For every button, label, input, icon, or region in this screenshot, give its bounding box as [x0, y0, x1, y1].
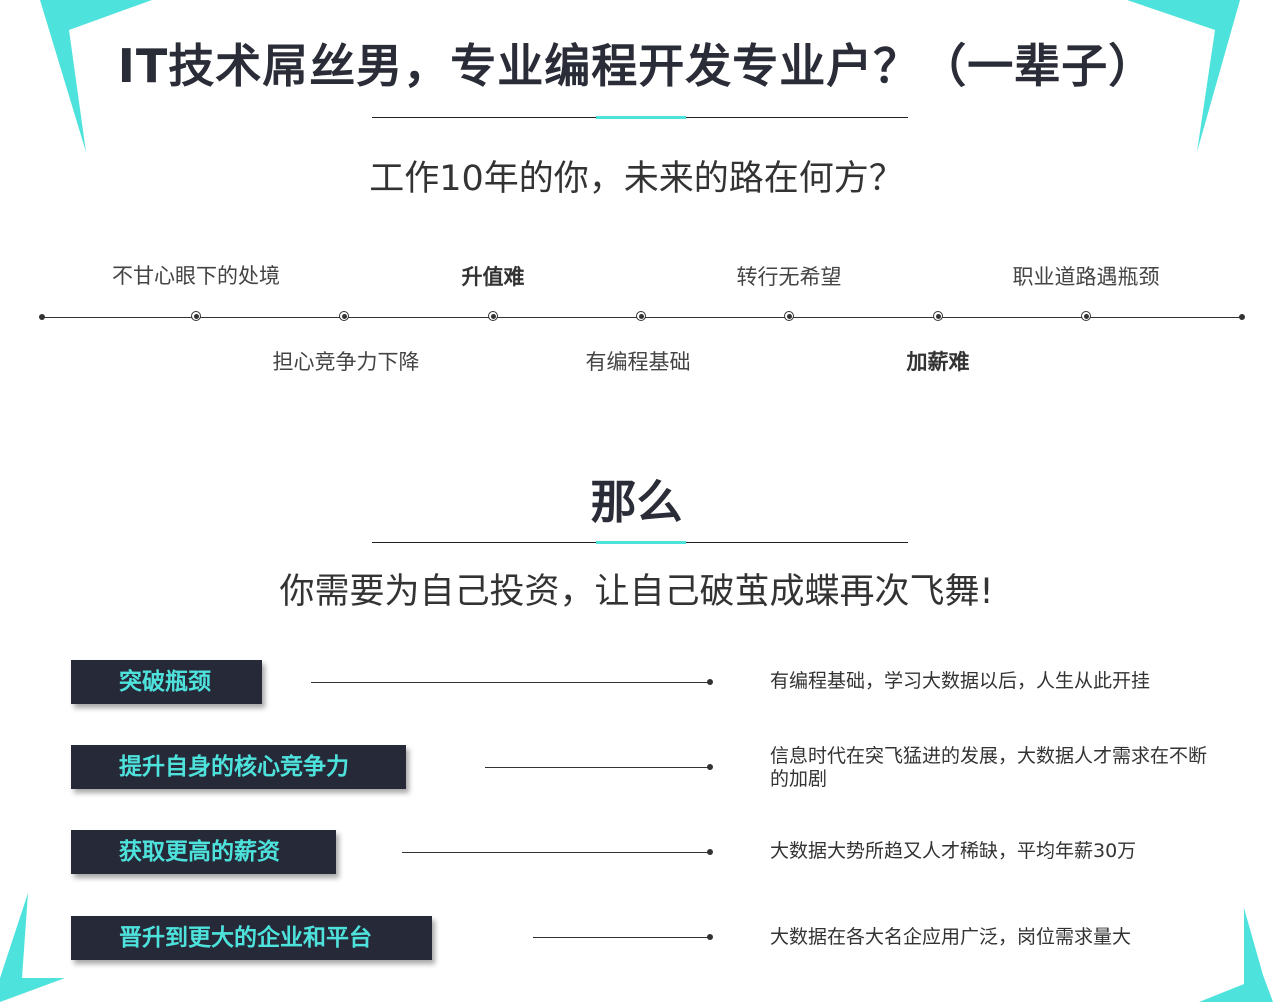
benefit-connector-dot — [707, 849, 713, 855]
section-title: 那么 — [590, 475, 683, 529]
timeline-label: 加薪难 — [906, 350, 970, 374]
benefit-description: 有编程基础，学习大数据以后，人生从此开挂 — [770, 670, 1151, 692]
benefit-description: 信息时代在突飞猛进的发展，大数据人才需求在不断的加剧 — [770, 745, 1208, 790]
divider-accent — [596, 116, 686, 119]
benefit-connector — [402, 852, 711, 853]
timeline-label: 担心竞争力下降 — [272, 350, 420, 374]
benefit-badge: 提升自身的核心竞争力 — [71, 745, 406, 789]
benefit-connector-dot — [707, 934, 713, 940]
divider-accent — [596, 541, 686, 544]
benefit-connector — [533, 937, 711, 938]
benefit-badge: 晋升到更大的企业和平台 — [71, 916, 432, 960]
timeline-node — [191, 311, 201, 321]
benefit-connector-dot — [707, 679, 713, 685]
section-subtitle: 你需要为自己投资，让自己破茧成蝶再次飞舞! — [279, 572, 994, 612]
timeline-label: 升值难 — [461, 265, 525, 289]
timeline-node — [636, 311, 646, 321]
benefit-badge: 获取更高的薪资 — [71, 830, 336, 874]
section-divider — [372, 541, 908, 544]
benefit-description: 大数据大势所趋又人才稀缺，平均年薪30万 — [770, 840, 1137, 862]
benefit-connector-dot — [707, 764, 713, 770]
timeline-end-dot — [1239, 314, 1245, 320]
timeline-node — [933, 311, 943, 321]
timeline-start-dot — [39, 314, 45, 320]
benefit-connector — [485, 767, 711, 768]
timeline-label: 有编程基础 — [585, 350, 691, 374]
timeline-node — [784, 311, 794, 321]
timeline-node — [488, 311, 498, 321]
timeline-label: 不甘心眼下的处境 — [112, 264, 280, 288]
benefit-connector — [311, 682, 711, 683]
page-subtitle: 工作10年的你，未来的路在何方？ — [369, 159, 904, 199]
timeline-label: 职业道路遇瓶颈 — [1012, 265, 1160, 289]
title-divider — [372, 116, 908, 119]
timeline-label: 转行无希望 — [736, 265, 842, 289]
timeline-node — [1081, 311, 1091, 321]
benefit-badge: 突破瓶颈 — [71, 660, 262, 704]
page-title: IT技术屌丝男，专业编程开发专业户？（一辈子） — [117, 39, 1156, 93]
benefit-description: 大数据在各大名企应用广泛，岗位需求量大 — [770, 926, 1132, 948]
timeline-node — [339, 311, 349, 321]
